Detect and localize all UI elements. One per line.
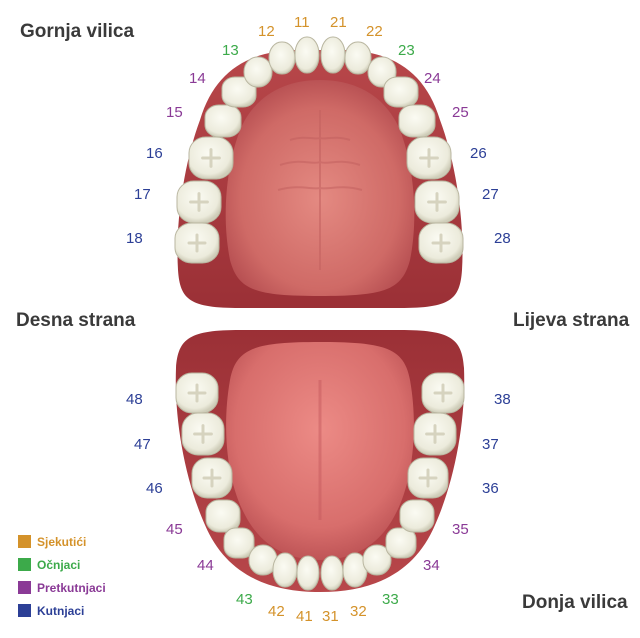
- tooth-fissure: [431, 233, 451, 253]
- tooth-21: [320, 36, 346, 74]
- tooth-number-18: 18: [126, 230, 143, 247]
- tooth-31: [320, 555, 344, 591]
- legend: Sjekutići Očnjaci Pretkutnjaci Kutnjaci: [18, 530, 106, 622]
- tooth-number-34: 34: [423, 557, 440, 574]
- tooth-number-12: 12: [258, 23, 275, 40]
- molar-swatch: [18, 604, 31, 617]
- tooth-11: [294, 36, 320, 74]
- tooth-number-23: 23: [398, 42, 415, 59]
- tooth-number-36: 36: [482, 480, 499, 497]
- tooth-fissure: [418, 468, 438, 488]
- tooth-number-13: 13: [222, 42, 239, 59]
- legend-label: Kutnjaci: [37, 603, 85, 618]
- tooth-14: [221, 76, 257, 108]
- premolar-swatch: [18, 581, 31, 594]
- tooth-44: [223, 527, 255, 559]
- tooth-fissure: [201, 148, 221, 168]
- tooth-number-11: 11: [294, 14, 310, 31]
- lower-jaw-heading: Donja vilica: [522, 592, 628, 613]
- tooth-number-24: 24: [424, 70, 441, 87]
- tooth-fissure: [425, 424, 445, 444]
- tooth-number-31: 31: [322, 608, 339, 625]
- tooth-42: [272, 552, 298, 588]
- tooth-number-27: 27: [482, 186, 499, 203]
- tooth-41: [296, 555, 320, 591]
- tooth-fissure: [427, 192, 447, 212]
- upper-teeth: [174, 36, 464, 264]
- tooth-15: [204, 104, 242, 138]
- palate-ridges: [277, 110, 363, 270]
- tooth-25: [398, 104, 436, 138]
- tooth-number-48: 48: [126, 391, 143, 408]
- tooth-number-32: 32: [350, 603, 367, 620]
- tooth-number-16: 16: [146, 145, 163, 162]
- canine-swatch: [18, 558, 31, 571]
- tooth-22: [344, 41, 372, 75]
- tooth-number-14: 14: [189, 70, 206, 87]
- legend-item-incisor: Sjekutići: [18, 530, 106, 553]
- tooth-number-47: 47: [134, 436, 151, 453]
- legend-item-molar: Kutnjaci: [18, 599, 106, 622]
- upper-jaw-heading: Gornja vilica: [20, 21, 135, 42]
- tooth-number-15: 15: [166, 104, 183, 121]
- tooth-number-25: 25: [452, 104, 469, 121]
- tooth-35: [399, 499, 435, 533]
- tooth-33: [362, 544, 392, 576]
- tooth-fissure: [187, 233, 207, 253]
- tooth-13: [243, 56, 273, 88]
- legend-label: Pretkutnjaci: [37, 580, 106, 595]
- legend-label: Očnjaci: [37, 557, 81, 572]
- tooth-fissure: [202, 468, 222, 488]
- incisor-swatch: [18, 535, 31, 548]
- tooth-fissure: [433, 383, 453, 403]
- right-side-heading: Desna strana: [16, 310, 136, 331]
- tooth-number-22: 22: [366, 23, 383, 40]
- lower-teeth: [175, 372, 465, 591]
- tooth-number-35: 35: [452, 521, 469, 538]
- legend-item-canine: Očnjaci: [18, 553, 106, 576]
- tooth-number-41: 41: [296, 608, 313, 625]
- tooth-12: [268, 41, 296, 75]
- tooth-fissure: [193, 424, 213, 444]
- tooth-number-28: 28: [494, 230, 511, 247]
- tooth-number-46: 46: [146, 480, 163, 497]
- tooth-24: [383, 76, 419, 108]
- tooth-fissure: [419, 148, 439, 168]
- tooth-number-33: 33: [382, 591, 399, 608]
- tooth-number-45: 45: [166, 521, 183, 538]
- tooth-number-17: 17: [134, 186, 151, 203]
- tooth-number-38: 38: [494, 391, 511, 408]
- tooth-34: [385, 527, 417, 559]
- left-side-heading: Lijeva strana: [513, 310, 630, 331]
- tooth-number-37: 37: [482, 436, 499, 453]
- tooth-fissure: [189, 192, 209, 212]
- tooth-number-42: 42: [268, 603, 285, 620]
- tooth-45: [205, 499, 241, 533]
- tooth-fissure: [187, 383, 207, 403]
- tooth-number-21: 21: [330, 14, 347, 31]
- tooth-number-26: 26: [470, 145, 487, 162]
- tooth-number-44: 44: [197, 557, 214, 574]
- legend-item-premolar: Pretkutnjaci: [18, 576, 106, 599]
- legend-label: Sjekutići: [37, 534, 87, 549]
- tooth-number-43: 43: [236, 591, 253, 608]
